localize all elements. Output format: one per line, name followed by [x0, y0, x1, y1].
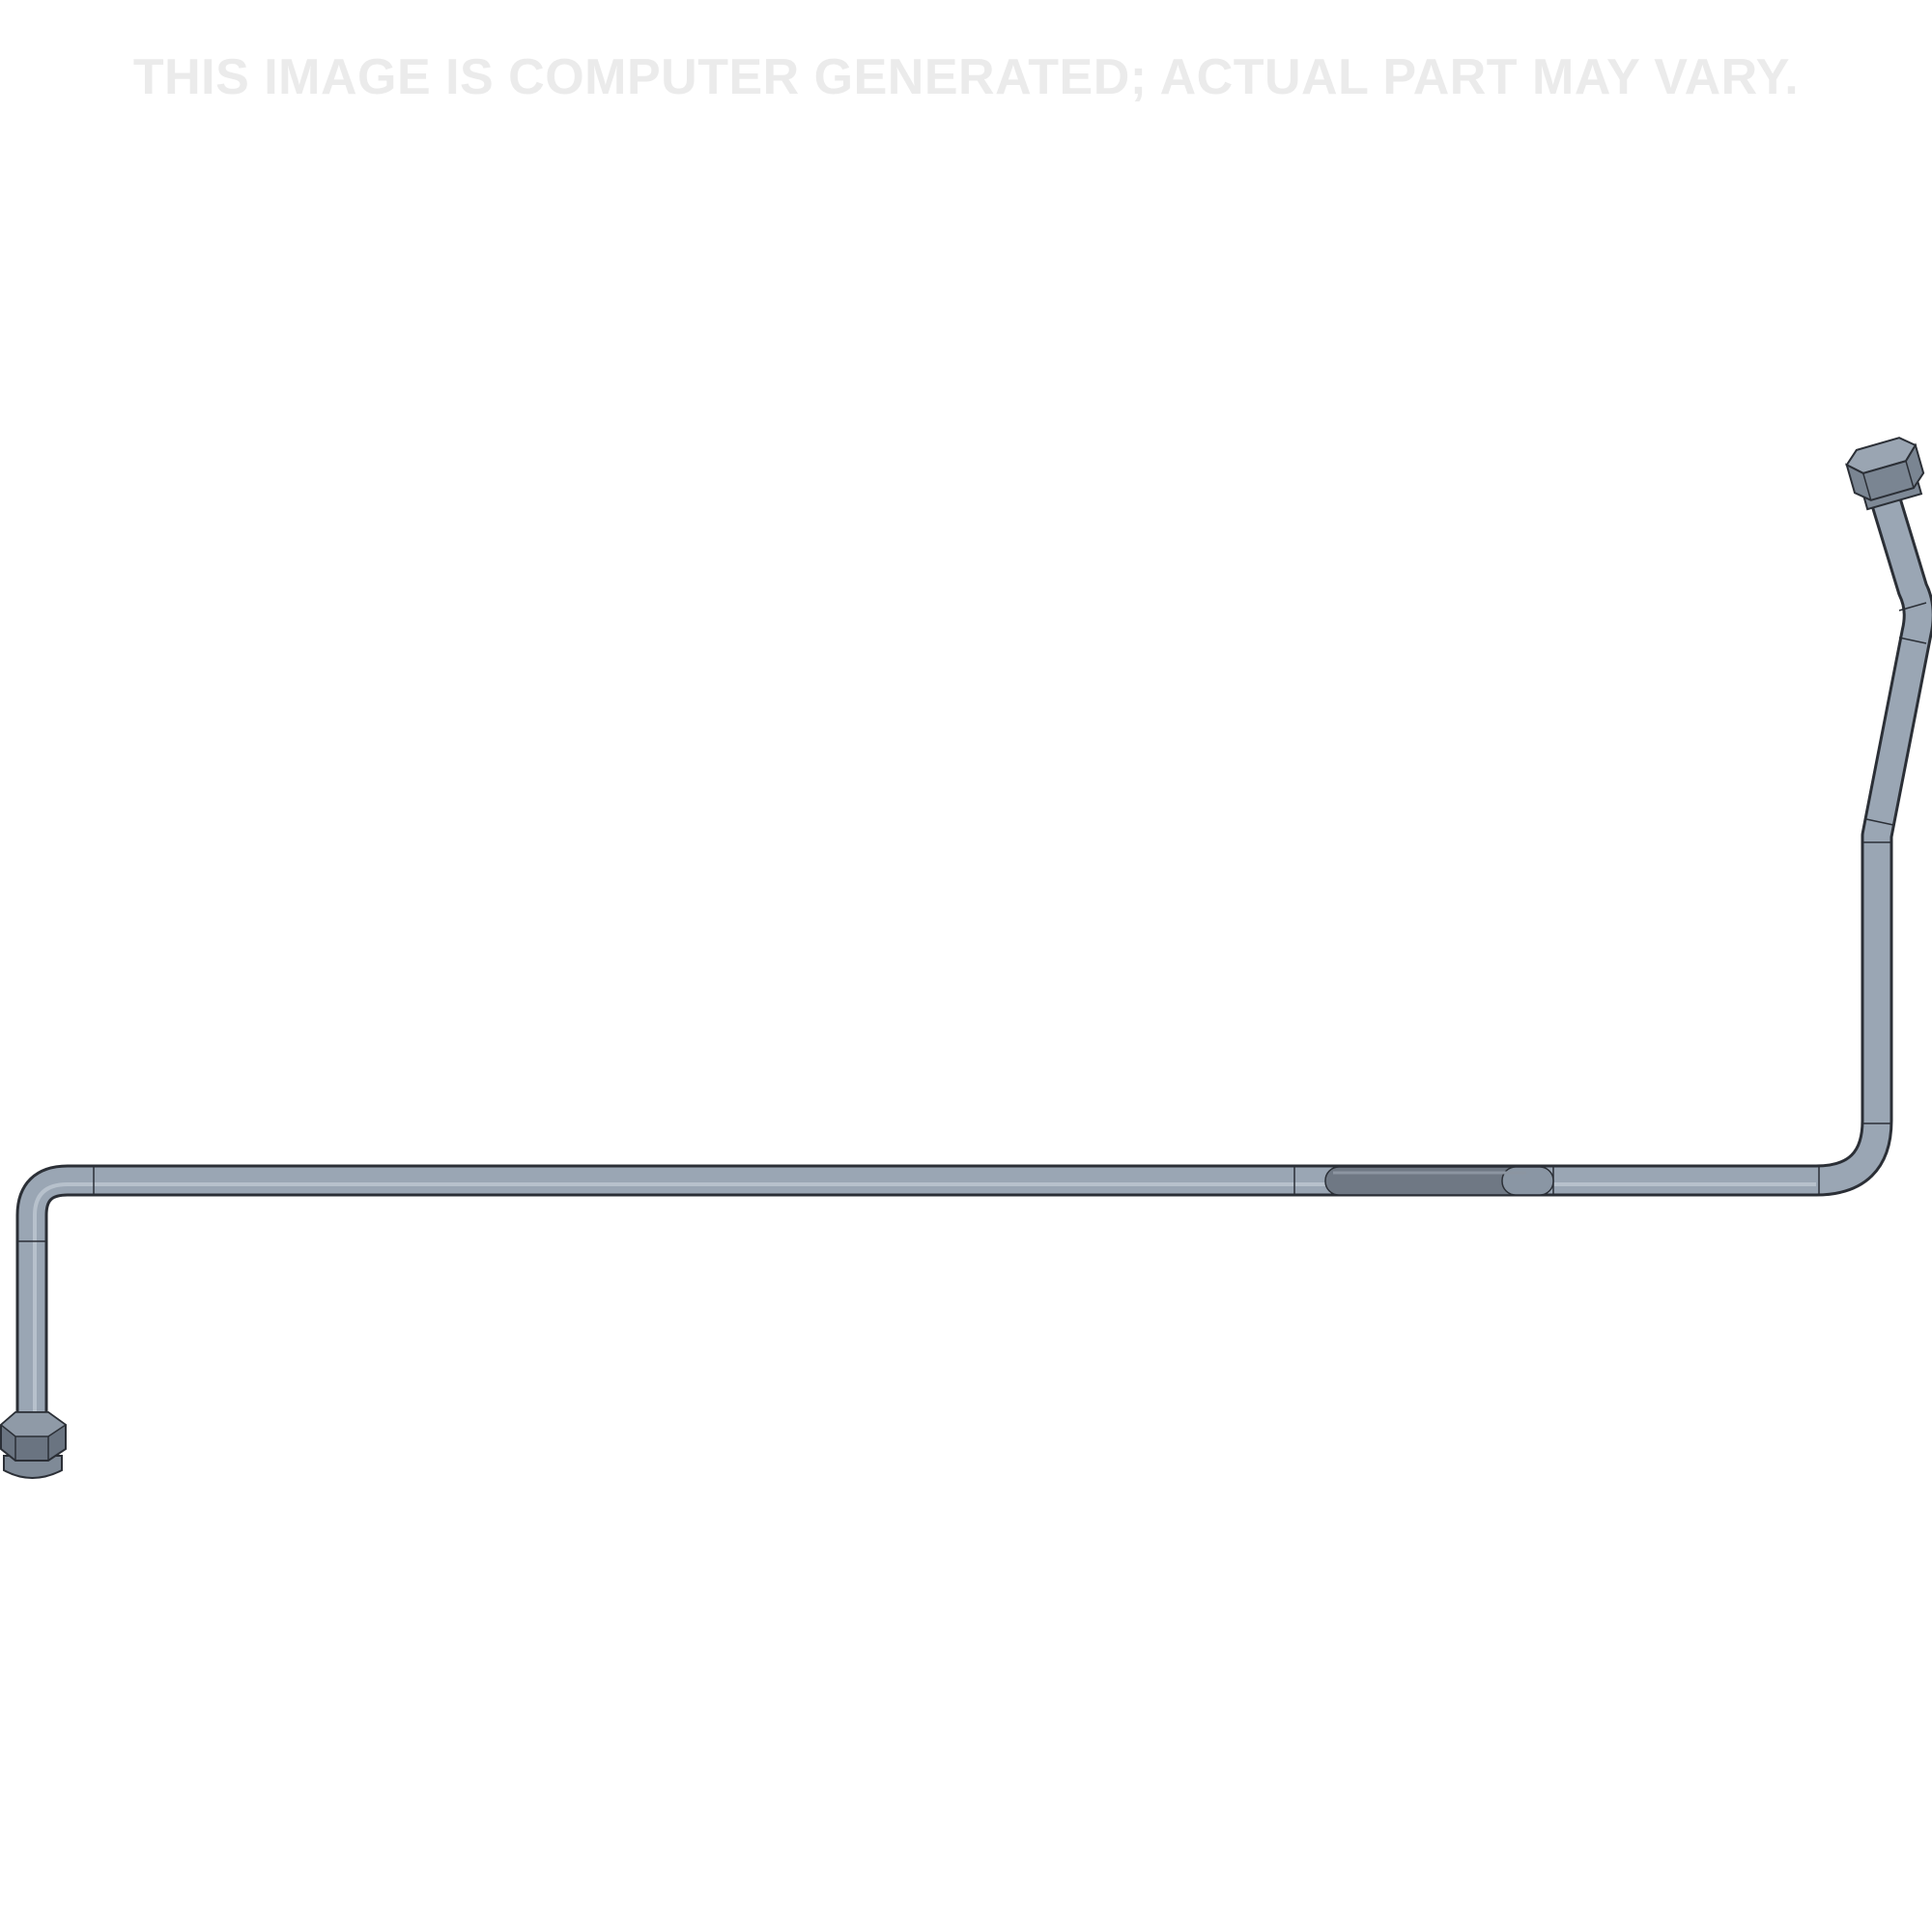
tube-segment-lines	[18, 602, 1927, 1242]
hex-nut-fitting-top-right	[1845, 437, 1925, 511]
tube-line	[15, 496, 1932, 1439]
tube-sleeve	[1324, 1166, 1554, 1196]
disclaimer-watermark: THIS IMAGE IS COMPUTER GENERATED; ACTUAL…	[132, 49, 1800, 105]
hex-nut-fitting-bottom-left	[0, 1411, 68, 1479]
